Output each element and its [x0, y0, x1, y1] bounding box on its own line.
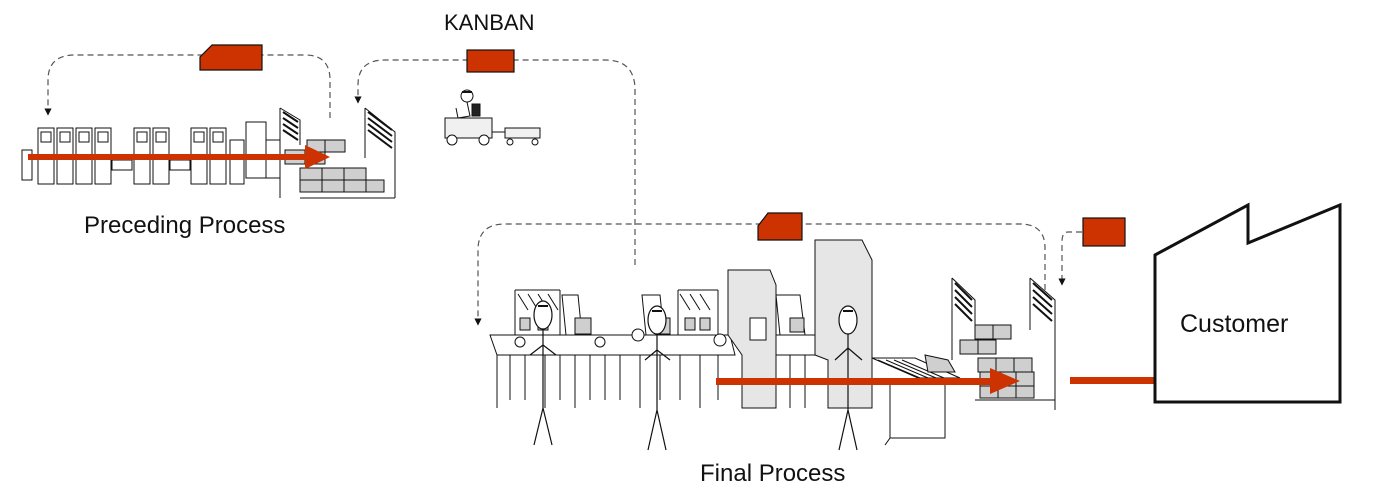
kanban-loop-preceding [44, 54, 331, 118]
cut-corner-card-icon [199, 44, 263, 71]
stick-figure-icon [644, 305, 671, 451]
final-process-label: Final Process [700, 460, 846, 487]
workers [529, 300, 863, 451]
rectangle-card-icon [1082, 217, 1126, 247]
kanban-loop-customer [1058, 231, 1082, 286]
kanban-loop-withdrawal [354, 59, 636, 265]
preceding-process-label: Preceding Process [84, 212, 286, 239]
tow-tractor-icon [444, 89, 541, 146]
kanban-cards [199, 44, 1126, 247]
cut-corner-card-icon [757, 212, 803, 241]
factory-building-icon [1153, 202, 1342, 404]
preceding-flow-arrow [28, 145, 330, 169]
rectangle-card-icon [466, 49, 515, 73]
final-process-line [489, 239, 1056, 446]
preceding-store-rack [279, 107, 396, 199]
stick-figure-icon [529, 300, 557, 446]
customer-label: Customer [1180, 310, 1289, 338]
kanban-loop-lines [44, 54, 1082, 326]
preceding-process-machines [21, 121, 281, 185]
kanban-label: KANBAN [444, 10, 535, 35]
stick-figure-icon [834, 305, 863, 451]
kanban-loop-final [474, 223, 1046, 326]
final-flow-arrow [716, 368, 1020, 394]
